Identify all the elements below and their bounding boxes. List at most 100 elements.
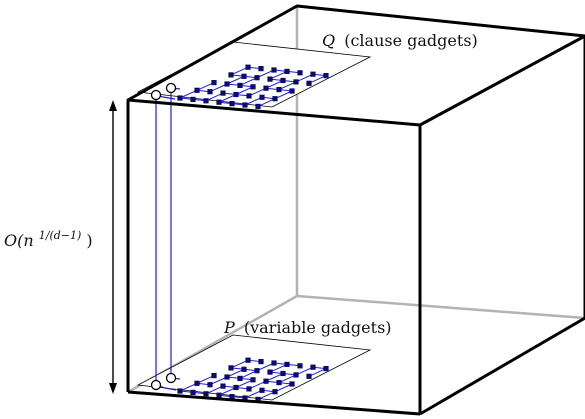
grid-wire [209, 376, 228, 386]
gadget-node [224, 81, 230, 87]
gadget-node [220, 90, 226, 96]
gadget-node [250, 377, 256, 383]
gadget-node [246, 93, 252, 99]
grid-wire [295, 366, 314, 376]
gadget-node [271, 67, 277, 73]
grid-wire [244, 96, 263, 106]
port-circles [150, 82, 177, 391]
port-q-back [165, 82, 177, 94]
gadget-node [233, 91, 239, 98]
gadget-node [250, 84, 256, 90]
grid-wire [248, 87, 267, 97]
grid-wire [205, 385, 224, 395]
height-prefix: O(n [4, 231, 34, 250]
gadget-node [254, 368, 260, 374]
gadget-node [229, 101, 235, 107]
grid-wire [295, 73, 314, 83]
gadget-node [242, 102, 248, 108]
gadget-node [310, 71, 316, 77]
grid-wire [209, 83, 228, 93]
gadget-node [255, 396, 261, 402]
gadget-node [259, 387, 265, 393]
gadget-node [254, 75, 260, 81]
gadget-node [323, 366, 329, 372]
cube-edges [126, 4, 585, 416]
grid-wire [256, 362, 275, 372]
grid-wire [278, 374, 297, 384]
gadget-node [258, 359, 264, 365]
grid-wire [257, 98, 276, 107]
gadget-node [323, 73, 329, 79]
grid-wire [256, 69, 275, 79]
grid-wire [226, 75, 245, 85]
height-exponent: 1/(d−1) [39, 229, 82, 242]
gadget-node [276, 87, 282, 93]
q-description: (clause gadgets) [344, 31, 478, 50]
grid-wire [265, 80, 284, 89]
height-arrow [109, 100, 117, 394]
grid-wire [235, 86, 254, 95]
q-symbol: Q [322, 31, 335, 50]
gadget-node [220, 383, 226, 389]
gadget-node [242, 395, 248, 401]
gadget-node [237, 375, 243, 381]
gadget-node [297, 363, 303, 369]
gadget-node [190, 389, 196, 395]
gadget-node [276, 380, 282, 386]
gadget-node [284, 361, 290, 367]
gadget-node [280, 77, 286, 84]
gadget-node [229, 394, 235, 400]
p-description: (variable gadgets) [244, 318, 392, 337]
grid-wire [274, 90, 293, 100]
gadget-node [263, 378, 269, 384]
grid-wire [269, 70, 288, 80]
grid-wire [179, 382, 198, 392]
grid-wire [218, 387, 237, 396]
grid-wire [278, 81, 297, 91]
gadget-node [272, 96, 278, 102]
gadget-node [272, 389, 278, 395]
gadget-node [258, 66, 264, 72]
gadget-node [267, 76, 273, 82]
gadget-node [284, 68, 290, 74]
gadget-node [207, 382, 213, 388]
connection-wires [155, 87, 181, 391]
gadget-node [224, 374, 230, 380]
gadget-node [289, 381, 295, 387]
grid-wire [196, 82, 215, 91]
gadget-node [203, 98, 209, 104]
gadget-node [280, 370, 286, 377]
gadget-node [289, 88, 295, 94]
grid-wire [308, 368, 327, 377]
gadget-node [211, 373, 217, 379]
gadget-node [306, 80, 312, 86]
gadget-node [245, 357, 251, 363]
port-p-back [165, 372, 177, 384]
gadget-node [211, 80, 217, 86]
grid-wire [248, 380, 267, 390]
q-label: Q (clause gadgets) [322, 31, 478, 50]
gadget-node [216, 99, 222, 105]
plane-p [136, 334, 372, 402]
grid-wire [230, 359, 249, 369]
grid-wire [239, 77, 258, 86]
gadget-node [203, 391, 209, 397]
grid-wire [239, 370, 258, 379]
gadget-node [177, 388, 183, 394]
grid-wire [235, 379, 254, 388]
gadget-node [293, 372, 299, 378]
grid-q [177, 64, 329, 109]
gadget-node [259, 94, 265, 100]
gadget-node [293, 79, 299, 85]
gadget-node [271, 360, 277, 366]
grid-wire [244, 389, 263, 399]
gadget-node [194, 87, 200, 93]
gadget-node [228, 365, 234, 371]
grid-wire [257, 391, 276, 400]
port-p-front [150, 379, 162, 391]
grid-wire [308, 75, 327, 84]
gadget-node [241, 366, 247, 372]
gadget-node [263, 85, 269, 91]
gadget-node [233, 384, 239, 391]
